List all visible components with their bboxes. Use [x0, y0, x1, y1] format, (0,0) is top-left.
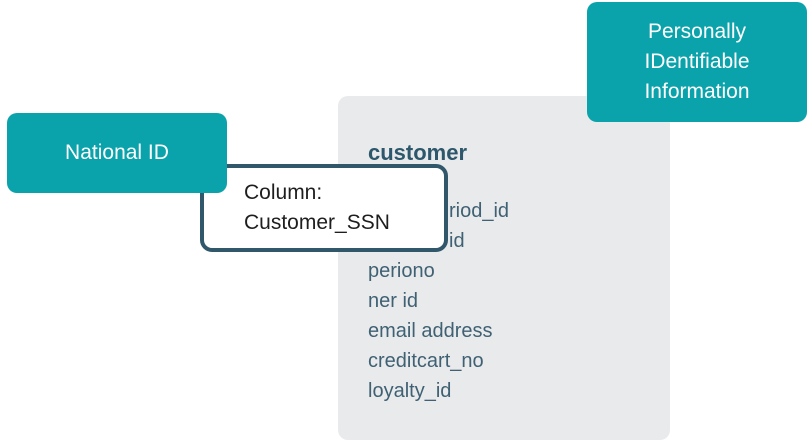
- national-id-tag-label: National ID: [65, 141, 169, 164]
- column-item: loyalty_id: [368, 380, 452, 402]
- pii-tag: Personally IDentifiable Information: [587, 2, 807, 122]
- column-item: email address: [368, 320, 493, 342]
- national-id-tag: National ID: [7, 113, 227, 193]
- column-tooltip: Column: Customer_SSN: [200, 164, 448, 252]
- column-item: id: [449, 230, 465, 252]
- tooltip-label: Column:: [244, 181, 323, 204]
- column-item: creditcart_no: [368, 350, 484, 372]
- tooltip-column-name: Customer_SSN: [244, 211, 390, 234]
- column-item: periono: [368, 260, 435, 282]
- pii-tag-label: Personally IDentifiable Information: [644, 20, 750, 103]
- entity-title: customer: [368, 140, 468, 165]
- column-item: riod_id: [449, 200, 510, 222]
- customer-entity-card: customer riod_id id periono ner id email…: [338, 96, 670, 440]
- column-item: ner id: [368, 290, 419, 312]
- entity-column-list: riod_id id periono ner id email address …: [368, 196, 650, 406]
